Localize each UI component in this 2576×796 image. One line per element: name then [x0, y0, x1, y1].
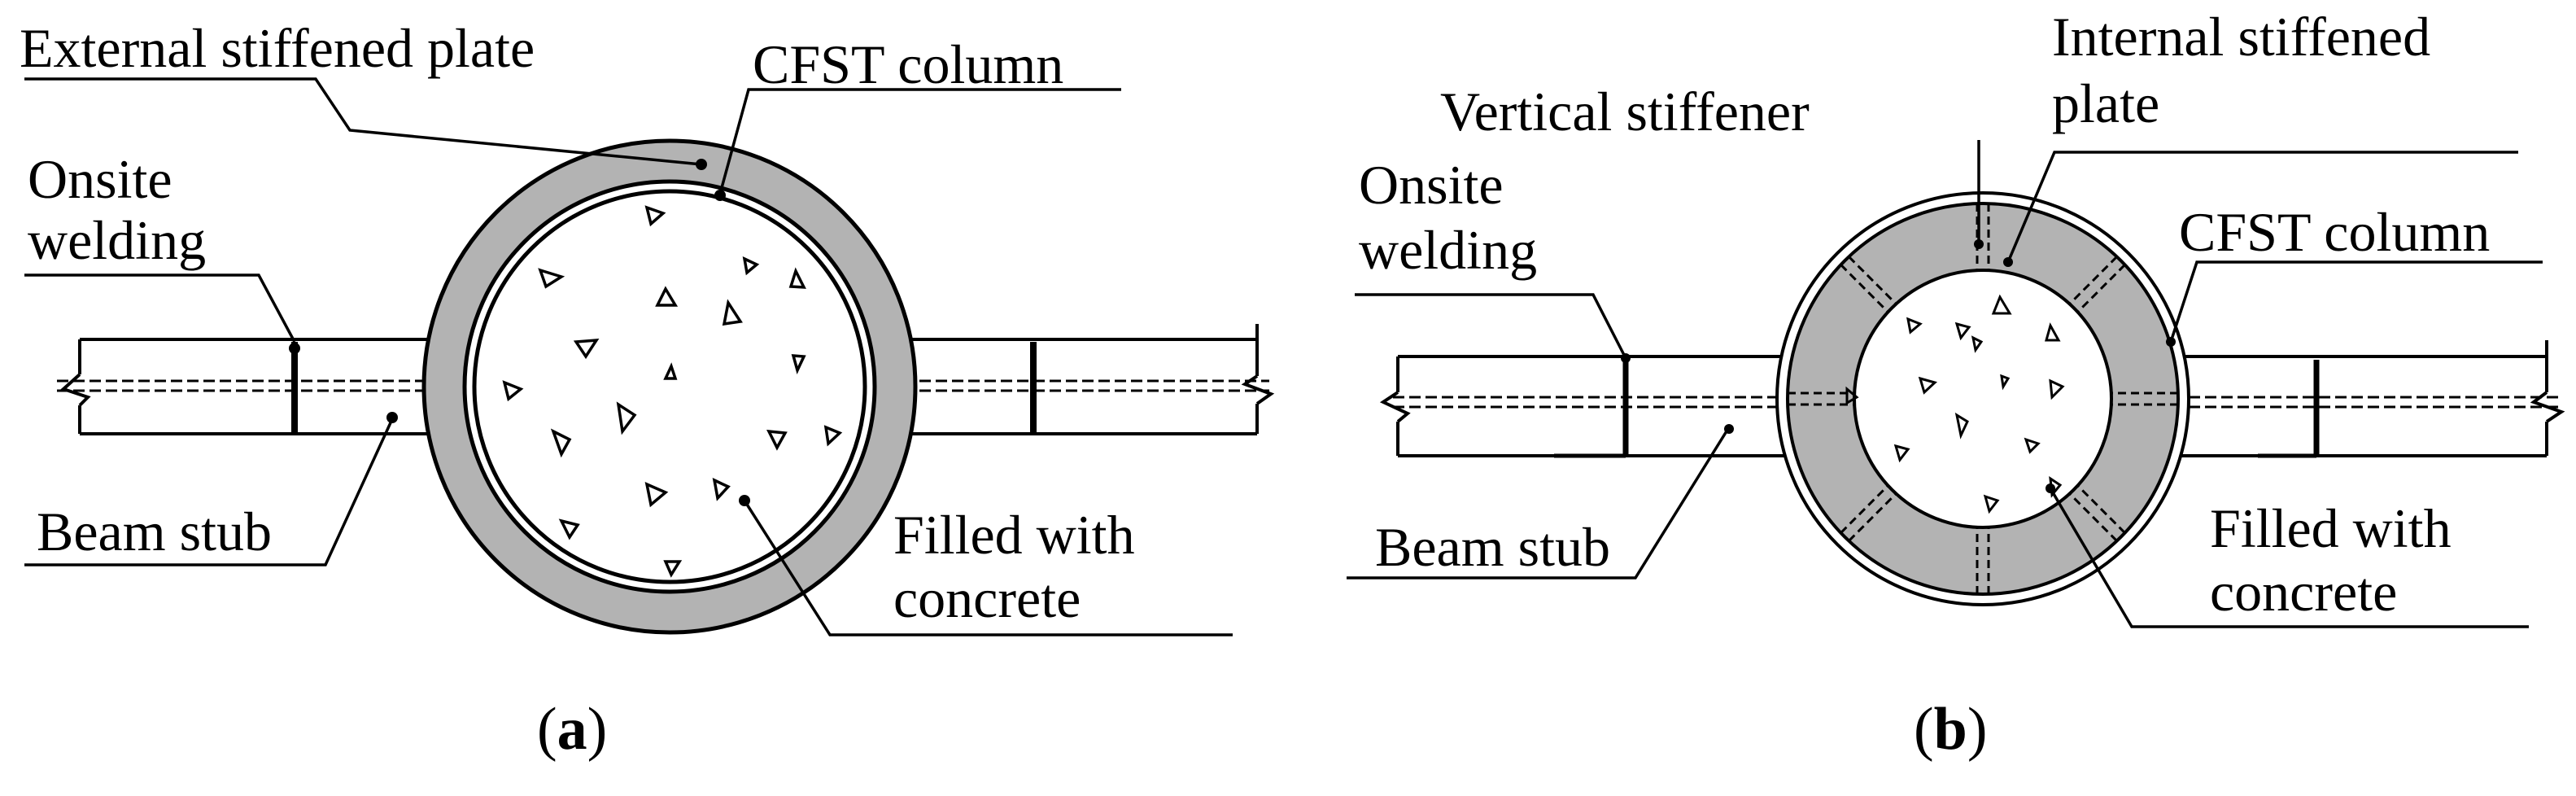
leader-internal-plate — [2006, 151, 2518, 263]
leader-beam-stub-a — [24, 418, 394, 566]
left-beam-stub-b — [1379, 355, 1840, 457]
caption-a: (a) — [537, 696, 607, 763]
left-beam-stub-a — [57, 338, 480, 435]
label-filled-with-b: Filled with — [2210, 497, 2452, 559]
label-external-stiffened-plate: External stiffened plate — [20, 17, 535, 79]
caption-a-open: ( — [537, 696, 557, 763]
label-onsite-welding-a-2: welding — [28, 209, 206, 271]
panel-a: External stiffened plate CFST column Ons… — [20, 17, 1275, 763]
caption-b-open: ( — [1914, 696, 1934, 763]
label-onsite-welding-b-2: welding — [1359, 219, 1537, 281]
leader-cfst-column-a — [718, 88, 1121, 195]
leader-cfst-column-b — [2169, 260, 2543, 343]
label-vertical-stiffener: Vertical stiffener — [1440, 81, 1810, 142]
caption-b: (b) — [1914, 696, 1987, 763]
leader-onsite-a — [24, 273, 296, 343]
concrete-aggregate-b — [1845, 294, 2065, 514]
leader-beam-stub-b — [1347, 426, 1731, 580]
label-filled-with-a: Filled with — [893, 504, 1135, 566]
label-beam-stub-a: Beam stub — [37, 501, 272, 562]
concrete-core-b — [1853, 269, 2113, 529]
right-beam-stub-b — [2140, 340, 2565, 457]
label-onsite-welding-b-1: Onsite — [1359, 154, 1504, 216]
label-concrete-a-text: concrete — [893, 567, 1081, 629]
leader-onsite-b — [1355, 293, 1627, 359]
label-internal-stiffened-1: Internal stiffened — [2052, 6, 2430, 68]
caption-a-letter: a — [557, 696, 587, 763]
vertical-stiffeners — [1788, 203, 2178, 594]
label-concrete-b: concrete — [2210, 561, 2397, 623]
label-cfst-column-a: CFST column — [753, 33, 1063, 95]
panel-b: Internal stiffened plate Vertical stiffe… — [1347, 6, 2565, 763]
label-cfst-column-b: CFST column — [2179, 201, 2490, 263]
label-onsite-welding-a-1: Onsite — [28, 148, 172, 210]
caption-b-letter: b — [1934, 696, 1967, 763]
label-internal-stiffened-2: plate — [2052, 72, 2159, 134]
caption-a-close: ) — [587, 696, 608, 763]
right-beam-stub-a — [871, 324, 1275, 435]
leader-filled-a — [743, 500, 1233, 636]
label-beam-stub-b: Beam stub — [1375, 516, 1610, 578]
concrete-aggregate-a — [502, 205, 843, 578]
leader-external-plate — [24, 77, 702, 166]
concrete-core-a — [472, 189, 867, 584]
leader-filled-b — [2049, 488, 2529, 628]
caption-b-close: ) — [1967, 696, 1988, 763]
